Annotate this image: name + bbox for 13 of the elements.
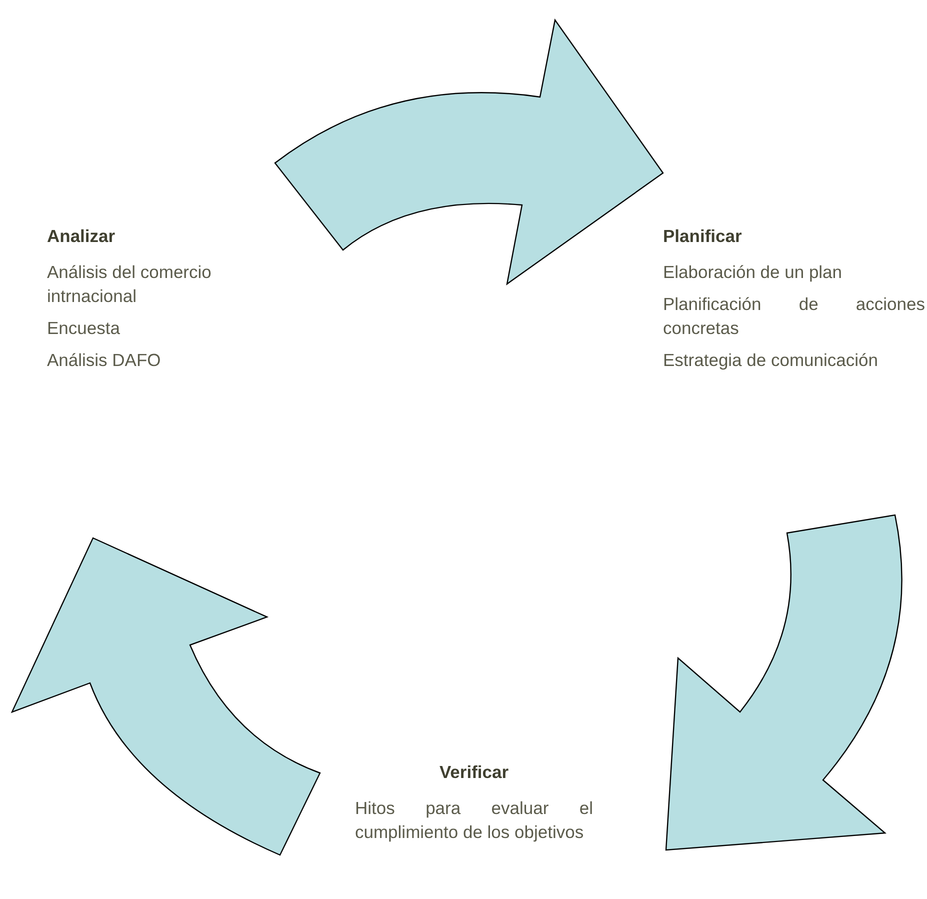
curved-arrow <box>665 514 902 851</box>
step-item: Análisis del comercio intrnacional <box>47 261 212 308</box>
curved-arrow <box>11 537 321 856</box>
step-item: Estrategia de comunicación <box>663 349 879 372</box>
step-item: Elaboración de un plan <box>663 261 844 284</box>
step-item: Análisis DAFO <box>47 349 162 372</box>
step-item: Hitos para evaluar el cumplimiento de los objetivos <box>355 797 593 844</box>
curved-arrow <box>274 19 664 285</box>
step-heading: Verificar <box>438 761 510 784</box>
step-heading: Analizar <box>47 225 116 248</box>
step-item: Planificación de acciones concretas <box>663 293 925 340</box>
step-heading: Planificar <box>663 225 743 248</box>
step-item: Encuesta <box>47 317 121 340</box>
